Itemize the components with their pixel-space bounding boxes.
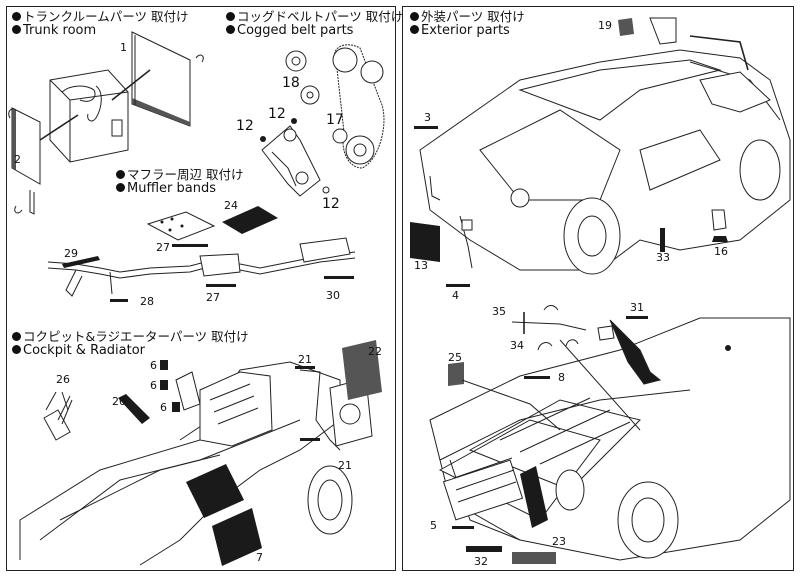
bullet-icon	[410, 25, 419, 34]
part-number-13: 13	[414, 259, 428, 272]
exterior-car-drawing	[410, 17, 791, 564]
bullet-icon	[12, 345, 21, 354]
part-number-30: 30	[326, 289, 340, 302]
part-number-8: 8	[558, 371, 565, 384]
cockpit-title-jp: コクピット&ラジエーターパーツ 取付け	[23, 329, 249, 344]
part-number-12b: 12	[268, 106, 286, 122]
part-number-6b: 6	[150, 379, 157, 392]
bullet-icon	[226, 25, 235, 34]
cockpit-heading: コクピット&ラジエーターパーツ 取付け Cockpit & Radiator	[12, 330, 249, 358]
part-number-1: 1	[120, 41, 127, 54]
exterior-heading: 外装パーツ 取付け Exterior parts	[410, 10, 525, 38]
cogged-belt-heading-jp: コッグドベルトパーツ 取付け	[226, 10, 403, 24]
trunk-room-title-jp: トランクルームパーツ 取付け	[23, 9, 189, 24]
exterior-heading-en: Exterior parts	[410, 24, 525, 38]
cockpit-title-en: Cockpit & Radiator	[23, 343, 146, 358]
part-number-21b: 21	[338, 459, 352, 472]
cogged-belt-drawing	[260, 44, 385, 197]
part-number-27b: 27	[206, 291, 220, 304]
muffler-title-jp: マフラー周辺 取付け	[127, 167, 244, 182]
part-number-6c: 6	[160, 401, 167, 414]
cogged-belt-title-en: Cogged belt parts	[237, 23, 354, 38]
cockpit-heading-jp: コクピット&ラジエーターパーツ 取付け	[12, 330, 249, 344]
part-number-12a: 12	[236, 118, 254, 134]
muffler-title-en: Muffler bands	[127, 181, 216, 196]
trunk-room-heading-en: Trunk room	[12, 24, 188, 38]
part-number-4: 4	[452, 289, 459, 302]
bullet-icon	[12, 12, 21, 21]
part-number-20: 20	[112, 395, 126, 408]
part-number-28: 28	[140, 295, 154, 308]
part-number-24: 24	[224, 199, 238, 212]
part-number-26: 26	[56, 373, 70, 386]
exterior-title-jp: 外装パーツ 取付け	[421, 9, 525, 24]
part-number-22: 22	[368, 345, 382, 358]
part-number-18: 18	[282, 75, 300, 91]
part-number-29: 29	[64, 247, 78, 260]
part-number-6a: 6	[150, 359, 157, 372]
cockpit-heading-en: Cockpit & Radiator	[12, 344, 249, 358]
part-number-25: 25	[448, 351, 462, 364]
trunk-room-title-en: Trunk room	[23, 23, 97, 38]
part-number-34: 34	[510, 339, 524, 352]
part-number-35: 35	[492, 305, 506, 318]
cockpit-drawing	[19, 340, 382, 566]
cogged-belt-heading-en: Cogged belt parts	[226, 24, 403, 38]
part-number-33: 33	[656, 251, 670, 264]
part-number-16: 16	[714, 245, 728, 258]
part-number-7: 7	[256, 551, 263, 564]
bullet-icon	[116, 170, 125, 179]
bullet-icon	[12, 25, 21, 34]
part-number-17: 17	[326, 112, 344, 128]
bullet-icon	[116, 183, 125, 192]
part-number-23: 23	[552, 535, 566, 548]
bullet-icon	[12, 332, 21, 341]
part-number-3: 3	[424, 111, 431, 124]
exterior-title-en: Exterior parts	[421, 23, 510, 38]
muffler-drawing	[47, 206, 356, 302]
part-number-5: 5	[430, 519, 437, 532]
cogged-belt-heading: コッグドベルトパーツ 取付け Cogged belt parts	[226, 10, 403, 38]
part-number-21a: 21	[298, 353, 312, 366]
exterior-heading-jp: 外装パーツ 取付け	[410, 10, 525, 24]
trunk-room-heading-jp: トランクルームパーツ 取付け	[12, 10, 188, 24]
muffler-heading: マフラー周辺 取付け Muffler bands	[116, 168, 243, 196]
bullet-icon	[410, 12, 419, 21]
part-number-2: 2	[14, 153, 21, 166]
cogged-belt-title-jp: コッグドベルトパーツ 取付け	[237, 9, 404, 24]
muffler-heading-en: Muffler bands	[116, 182, 243, 196]
part-number-32: 32	[474, 555, 488, 568]
part-number-12c: 12	[322, 196, 340, 212]
trunk-room-heading: トランクルームパーツ 取付け Trunk room	[12, 10, 188, 38]
bullet-icon	[226, 12, 235, 21]
part-number-27a: 27	[156, 241, 170, 254]
part-number-31: 31	[630, 301, 644, 314]
muffler-heading-jp: マフラー周辺 取付け	[116, 168, 243, 182]
trunk-room-drawing	[8, 31, 204, 215]
part-number-19: 19	[598, 19, 612, 32]
